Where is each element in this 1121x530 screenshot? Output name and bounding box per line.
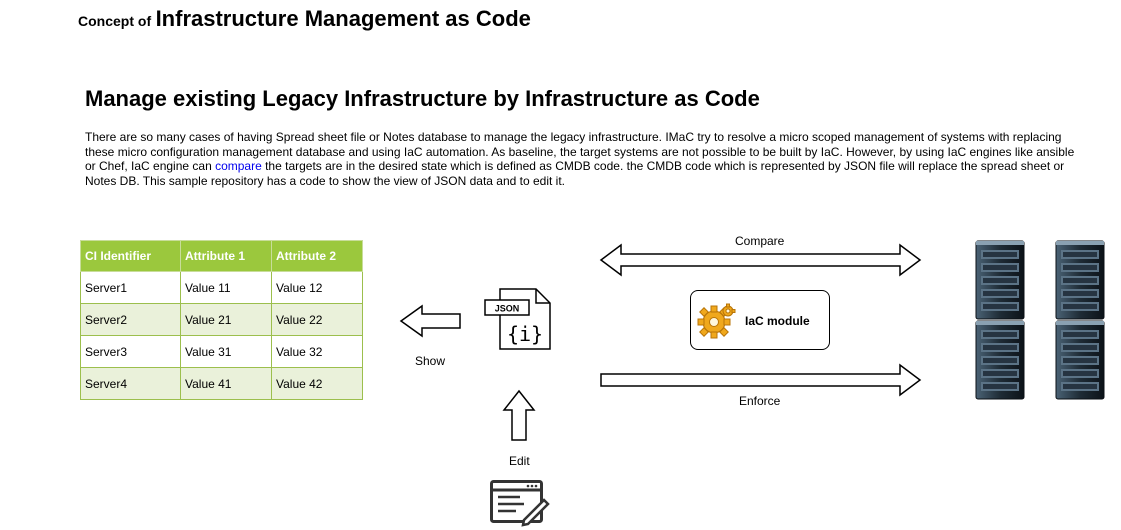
json-file-icon: JSON {i} <box>484 288 551 350</box>
show-arrow <box>399 304 461 338</box>
table-cell: Value 11 <box>180 271 272 304</box>
table-cell: Value 22 <box>271 303 363 336</box>
json-icon-label: JSON <box>495 304 520 314</box>
iac-module-box: IaC module <box>690 290 830 350</box>
server-rack-icon <box>1055 240 1105 320</box>
table-cell: Server3 <box>80 335 181 368</box>
show-label: Show <box>415 354 446 368</box>
header-attribute-2: Attribute 2 <box>271 240 363 272</box>
edit-arrow <box>502 389 536 441</box>
table-cell: Server2 <box>80 303 181 336</box>
table-cell: Value 31 <box>180 335 272 368</box>
page-title-main: Infrastructure Management as Code <box>155 6 531 31</box>
table-row: Server3 Value 31 Value 32 <box>80 335 363 368</box>
description-text-1: There are so many cases of having Spread… <box>85 130 1075 173</box>
page-title: Concept of Infrastructure Management as … <box>78 6 531 32</box>
ci-table: CI Identifier Attribute 1 Attribute 2 Se… <box>80 240 363 400</box>
server-rack-icon <box>975 320 1025 400</box>
table-cell: Server4 <box>80 367 181 400</box>
table-cell: Value 21 <box>180 303 272 336</box>
table-row: Server4 Value 41 Value 42 <box>80 367 363 400</box>
iac-module-label: IaC module <box>745 314 810 328</box>
table-header-row: CI Identifier Attribute 1 Attribute 2 <box>80 240 363 272</box>
enforce-arrow <box>600 363 922 397</box>
compare-link[interactable]: compare <box>215 159 262 173</box>
description-text-2: the targets are in the desired state whi… <box>85 159 1065 188</box>
description-paragraph: There are so many cases of having Spread… <box>85 130 1085 188</box>
editor-icon <box>490 480 550 527</box>
table-row: Server1 Value 11 Value 12 <box>80 271 363 304</box>
header-ci-identifier: CI Identifier <box>80 240 181 272</box>
compare-label: Compare <box>735 234 785 248</box>
table-cell: Value 41 <box>180 367 272 400</box>
enforce-label: Enforce <box>739 394 781 408</box>
json-icon-braces: {i} <box>507 322 543 346</box>
table-cell: Value 12 <box>271 271 363 304</box>
section-heading: Manage existing Legacy Infrastructure by… <box>85 86 760 111</box>
table-cell: Value 32 <box>271 335 363 368</box>
server-rack-icon <box>1055 320 1105 400</box>
table-row: Server2 Value 21 Value 22 <box>80 303 363 336</box>
edit-label: Edit <box>509 454 530 468</box>
server-rack-icon <box>975 240 1025 320</box>
page-title-prefix: Concept of <box>78 13 152 29</box>
compare-arrow <box>599 243 922 277</box>
table-cell: Value 42 <box>271 367 363 400</box>
header-attribute-1: Attribute 1 <box>180 240 272 272</box>
table-cell: Server1 <box>80 271 181 304</box>
gear-icon <box>697 303 736 339</box>
